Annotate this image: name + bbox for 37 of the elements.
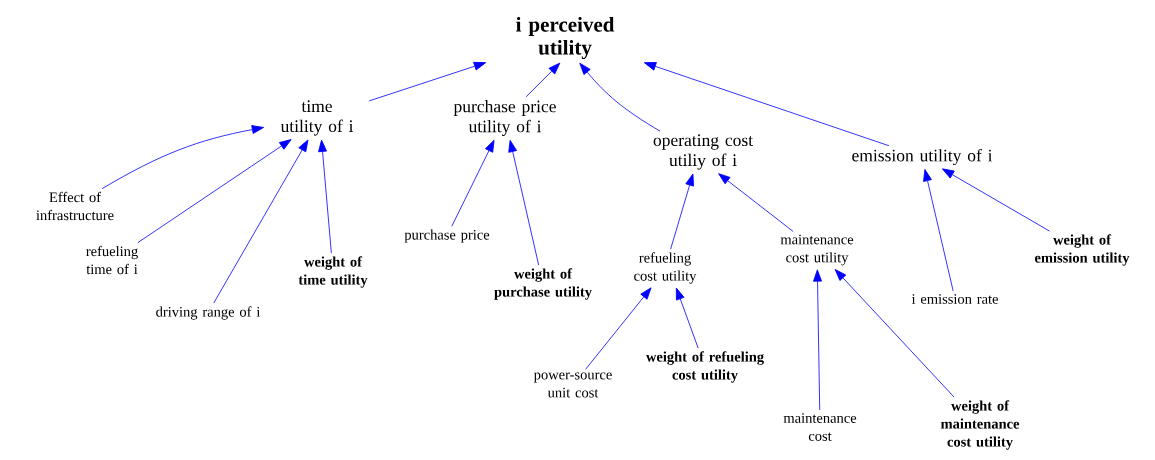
arrow: [718, 173, 794, 232]
arrow: [643, 62, 890, 147]
label-text: i perceived utility: [516, 16, 615, 60]
arrow: [675, 287, 699, 349]
label-text: weight of maintenance cost utility: [940, 400, 1020, 450]
label-text: weight of refueling cost utility: [646, 351, 764, 383]
arrow: [579, 62, 661, 132]
arrow: [942, 168, 1050, 232]
arrow: [585, 287, 652, 370]
arrow: [451, 139, 495, 227]
arrow: [137, 139, 292, 244]
label-text: power-source unit cost: [533, 372, 612, 398]
label-text: purchase price utility of i: [453, 100, 556, 136]
label-text: Effect of infrastructure: [36, 191, 114, 221]
arrow: [525, 62, 561, 98]
label-text: weight of emission utility: [1035, 234, 1130, 266]
label-text: refueling cost utility: [634, 252, 697, 284]
arrow: [101, 125, 264, 190]
arrow: [670, 173, 694, 250]
label-text: driving range of i: [156, 306, 261, 320]
arrow: [813, 269, 822, 411]
arrow: [508, 139, 540, 266]
label-text: weight of time utility: [298, 256, 368, 288]
arrow: [923, 169, 954, 292]
label-text: maintenance cost: [783, 413, 857, 441]
label-text: weight of purchase utility: [494, 268, 592, 300]
label-text: purchase price: [404, 229, 490, 243]
label-text: i emission rate: [911, 294, 998, 304]
arrow: [834, 269, 955, 398]
label-text: refueling time of i: [86, 245, 138, 275]
label-text: operating cost utiliy of i: [653, 134, 753, 170]
label-text: emission utility of i: [852, 148, 993, 166]
arrow: [318, 139, 332, 254]
label-text: time utility of i: [280, 100, 354, 136]
arrow: [213, 139, 309, 304]
label-text: maintenance cost utility: [780, 234, 854, 266]
arrow: [368, 61, 487, 102]
